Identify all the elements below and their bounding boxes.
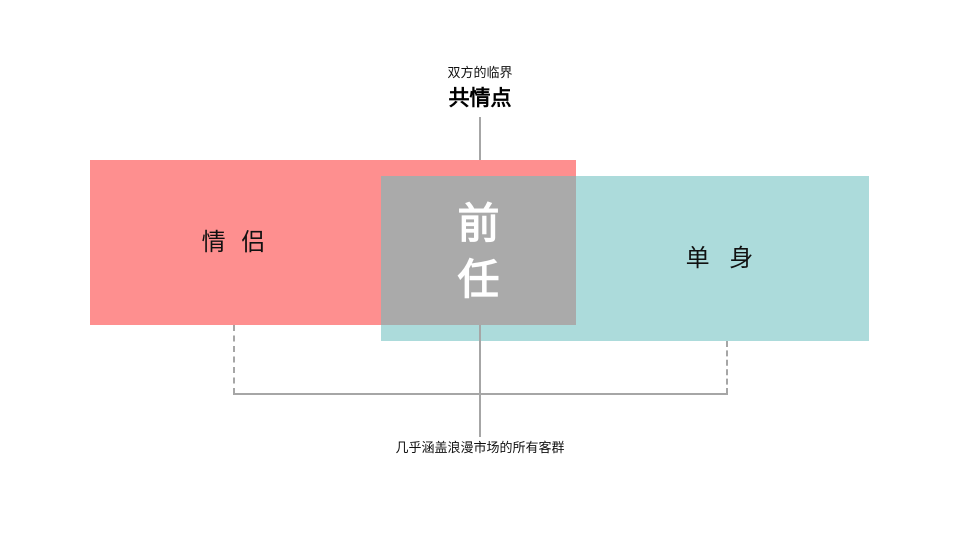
market-coverage-caption: 几乎涵盖浪漫市场的所有客群 (395, 441, 565, 456)
ex-label-line2: 任 (457, 255, 500, 304)
dashed-bracket-right (726, 341, 728, 394)
singles-label: 单 身 (685, 244, 760, 272)
dashed-bracket-left (233, 325, 235, 394)
ex-label-line1: 前 (457, 199, 500, 248)
couples-label: 情 侣 (201, 228, 270, 256)
empathy-point-title: 共情点 (448, 86, 512, 110)
connector-line-bottom (479, 325, 481, 437)
ex-overlap-box (381, 176, 576, 325)
connector-line-top (479, 117, 481, 177)
critical-point-subtitle: 双方的临界 (447, 66, 513, 81)
ex-label: 前 任 (381, 196, 576, 308)
bracket-horizontal-line (233, 393, 728, 395)
